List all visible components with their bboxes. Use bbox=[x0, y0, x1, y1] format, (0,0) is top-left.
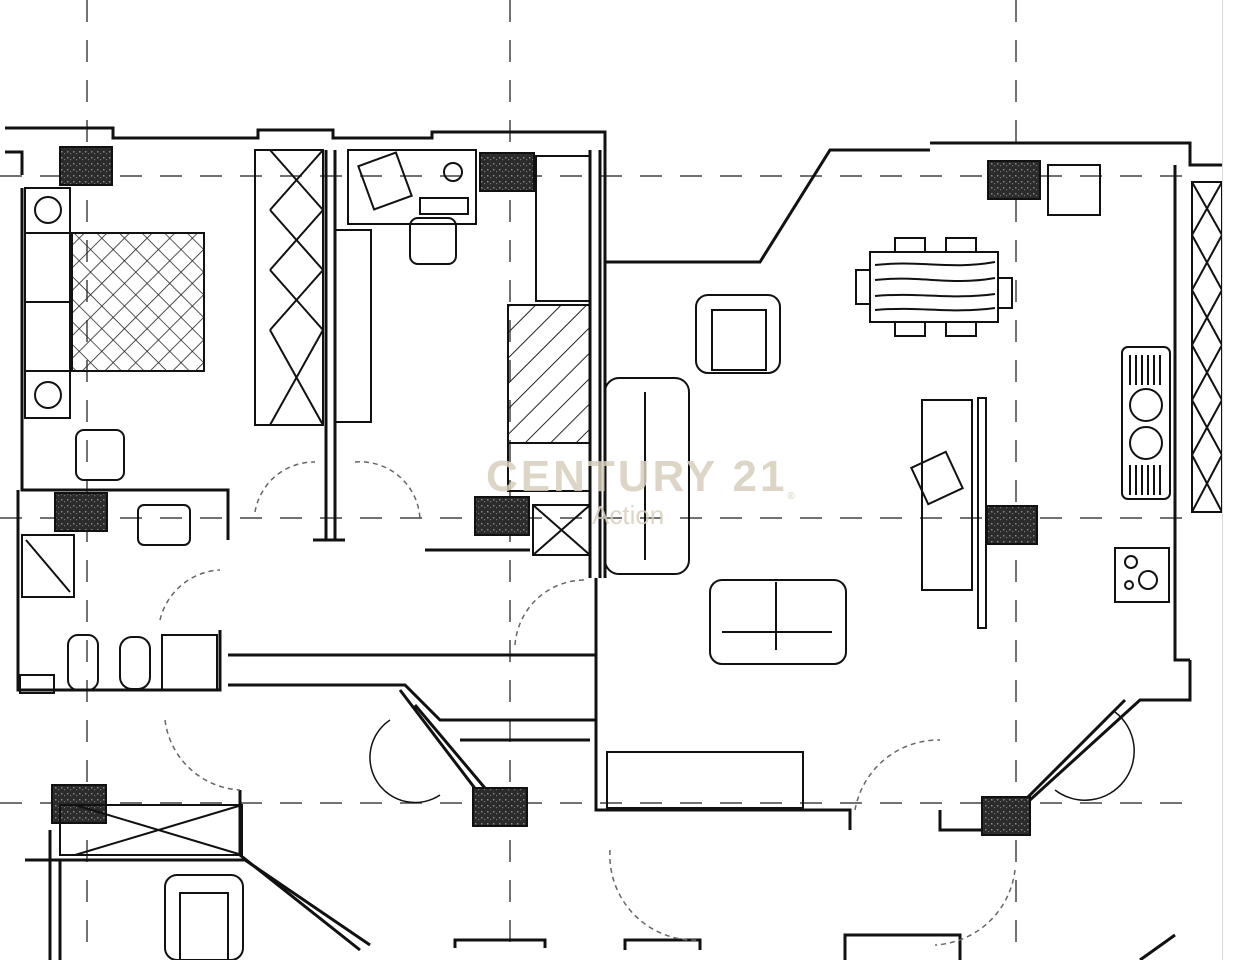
kitchen-fixtures bbox=[1114, 181, 1223, 603]
master-bedroom-furniture bbox=[24, 149, 324, 481]
living-room-furniture bbox=[604, 164, 1101, 809]
bathroom-fixtures bbox=[19, 504, 218, 694]
bottom-lower-room bbox=[59, 804, 244, 960]
study-bedroom-furniture bbox=[334, 149, 591, 556]
door-swings bbox=[159, 461, 1135, 946]
page-edge bbox=[1222, 0, 1223, 960]
structural-columns bbox=[51, 146, 1041, 836]
